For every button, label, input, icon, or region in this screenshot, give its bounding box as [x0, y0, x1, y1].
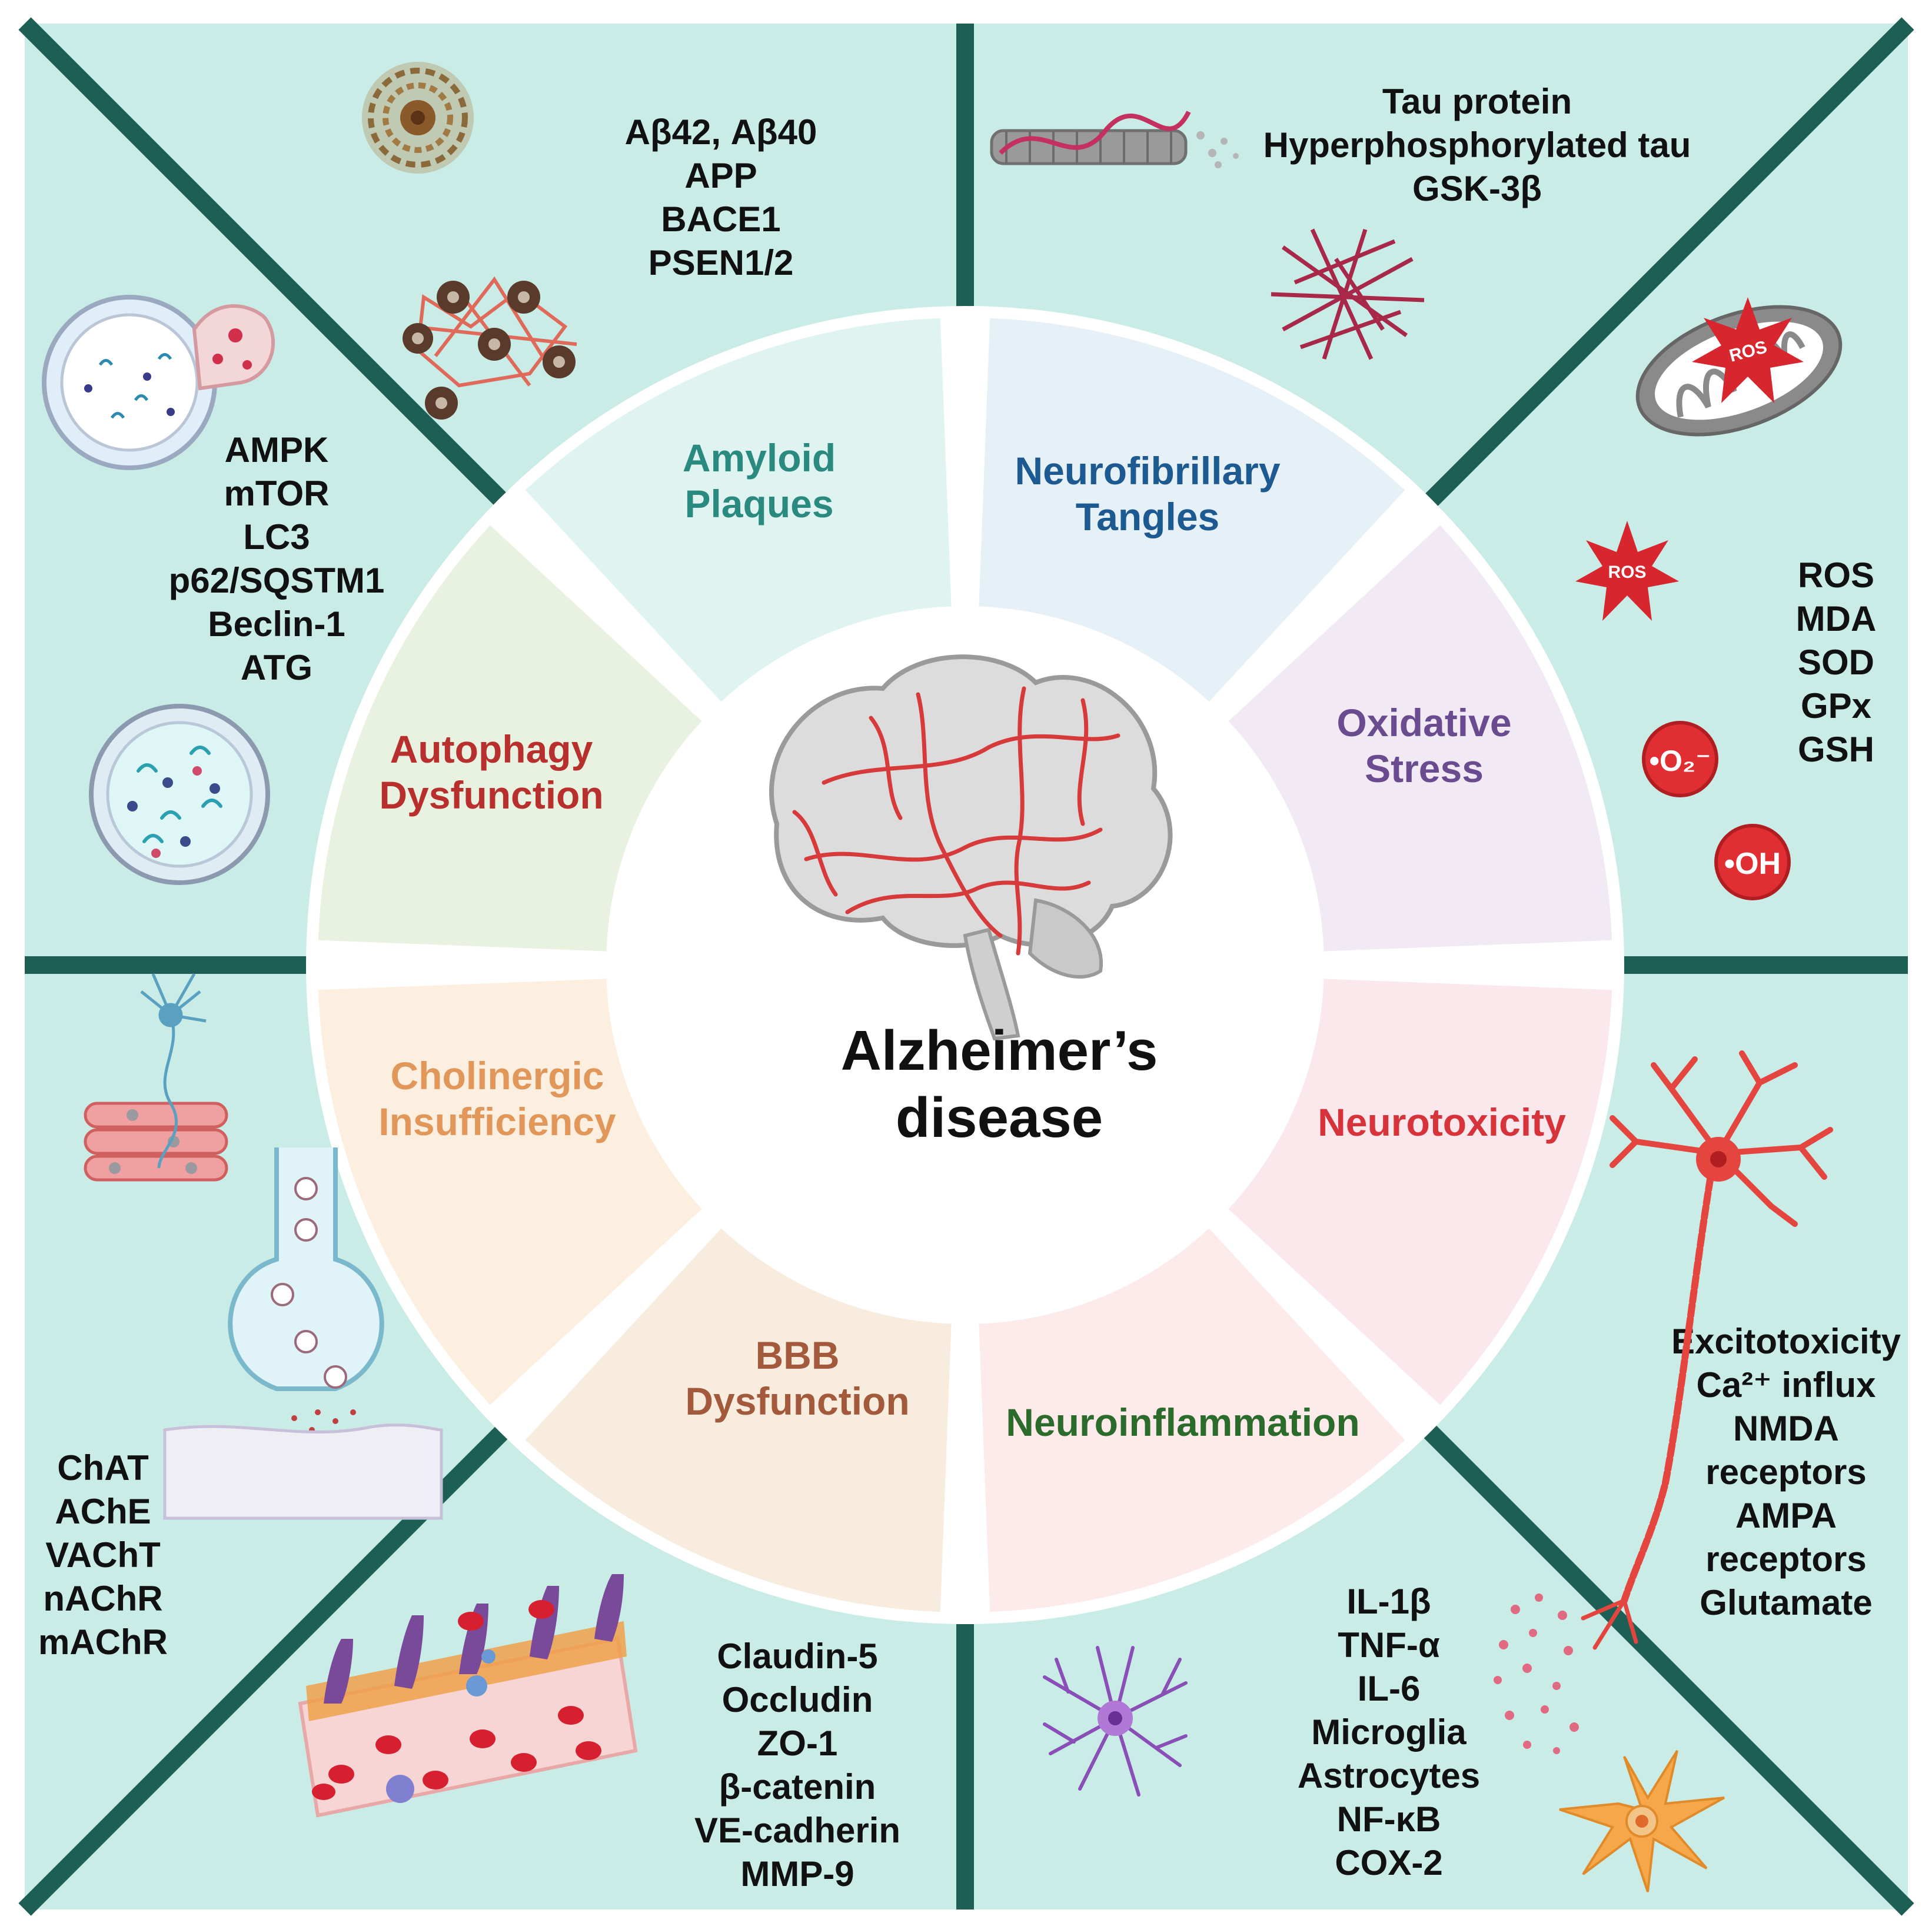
segment-title-tangles-line1: Neurofibrillary — [1015, 449, 1280, 493]
hydroxyl-radical-icon: •OH — [1714, 824, 1791, 900]
segment-title-neurotoxicity-line1: Neurotoxicity — [1318, 1100, 1566, 1144]
segment-tangles — [979, 318, 1405, 702]
marker-neuroinflammation-4: Microglia — [1311, 1712, 1467, 1752]
ros-burst-icon: ROS — [1575, 521, 1679, 621]
segment-cholinergic — [318, 979, 702, 1405]
marker-amyloid-1: Aβ42, Aβ40 — [625, 112, 817, 152]
segment-title-oxidative-line2: Stress — [1365, 747, 1484, 790]
marker-tangles-2: Hyperphosphorylated tau — [1263, 125, 1691, 165]
amyloid-plaque-icon — [403, 276, 577, 420]
marker-oxidative-5: GSH — [1798, 730, 1874, 769]
hydroxyl-label: •OH — [1724, 847, 1781, 881]
segment-bbb — [525, 1228, 952, 1612]
lysosome-icon — [89, 704, 270, 885]
cytokine-dots-icon — [1494, 1594, 1579, 1754]
marker-tangles-3: GSK-3β — [1412, 169, 1542, 208]
superoxide-radical-icon: •O₂⁻ — [1642, 721, 1718, 797]
marker-neurotoxicity-7: Glutamate — [1700, 1583, 1872, 1622]
segment-neurotoxicity — [1228, 979, 1612, 1405]
marker-neurotoxicity-6: receptors — [1705, 1539, 1866, 1579]
tau-tangle-icon — [1271, 228, 1425, 360]
marker-neurotoxicity-1: Excitotoxicity — [1671, 1322, 1901, 1361]
synapse-icon — [163, 1147, 443, 1520]
ros-label-burst: ROS — [1608, 563, 1646, 582]
marker-amyloid-2: APP — [684, 156, 757, 195]
marker-autophagy-3: LC3 — [243, 517, 310, 557]
segment-title-bbb-line2: Dysfunction — [685, 1379, 909, 1423]
segment-title-cholinergic-line1: Cholinergic — [390, 1054, 604, 1097]
divider-diagonal-tl — [18, 17, 518, 517]
superoxide-label: •O₂⁻ — [1649, 744, 1711, 777]
marker-neurotoxicity-2: Ca²⁺ influx — [1696, 1365, 1876, 1405]
marker-autophagy-6: ATG — [241, 648, 312, 687]
tau-microtubule-icon — [990, 111, 1239, 168]
segment-title-neuroinflammation-line1: Neuroinflammation — [1006, 1401, 1359, 1444]
marker-autophagy-4: p62/SQSTM1 — [169, 561, 385, 600]
marker-autophagy-1: AMPK — [225, 430, 329, 470]
marker-tangles-1: Tau protein — [1382, 82, 1572, 121]
marker-oxidative-2: MDA — [1796, 599, 1877, 638]
marker-neuroinflammation-5: Astrocytes — [1298, 1756, 1480, 1795]
brain-icon — [769, 654, 1173, 1041]
marker-amyloid-3: BACE1 — [661, 199, 780, 239]
autophagosome-icon — [42, 295, 275, 470]
marker-neurotoxicity-5: AMPA — [1735, 1496, 1837, 1535]
center-title-line2: disease — [896, 1086, 1103, 1149]
segment-title-cholinergic-line2: Insufficiency — [378, 1100, 616, 1143]
marker-cholinergic-1: ChAT — [57, 1448, 149, 1488]
marker-neuroinflammation-3: IL-6 — [1358, 1669, 1421, 1708]
segments-layer — [318, 318, 1612, 1612]
astrocyte-icon — [1559, 1749, 1725, 1892]
marker-autophagy-2: mTOR — [224, 474, 330, 513]
marker-oxidative-1: ROS — [1798, 555, 1874, 595]
segment-title-autophagy-line2: Dysfunction — [379, 773, 603, 817]
segment-title-amyloid-line1: Amyloid — [683, 436, 836, 480]
segment-title-tangles-line2: Tangles — [1076, 495, 1220, 538]
marker-neuroinflammation-6: NF-κB — [1337, 1799, 1441, 1839]
marker-cholinergic-4: nAChR — [43, 1579, 162, 1618]
marker-autophagy-5: Beclin-1 — [208, 604, 345, 644]
motor-neuron-icon — [140, 973, 207, 1169]
panel-dividers — [18, 17, 1914, 1916]
segment-title-amyloid-line2: Plaques — [684, 482, 833, 525]
marker-bbb-5: VE-cadherin — [694, 1811, 900, 1850]
marker-neuroinflammation-1: IL-1β — [1346, 1582, 1431, 1621]
marker-neuroinflammation-7: COX-2 — [1335, 1843, 1442, 1882]
marker-bbb-3: ZO-1 — [757, 1724, 838, 1763]
segment-neuroinflammation — [979, 1228, 1405, 1612]
center-title-line1: Alzheimer’s — [841, 1019, 1158, 1082]
marker-cholinergic-3: VAChT — [45, 1535, 161, 1575]
marker-neuroinflammation-2: TNF-α — [1338, 1625, 1440, 1665]
blood-vessel-icon — [298, 1574, 638, 1818]
divider-diagonal-br — [1414, 1416, 1914, 1916]
divider-diagonal-tr — [1414, 17, 1914, 517]
marker-oxidative-4: GPx — [1801, 686, 1871, 726]
ros-burst-icon-mito: ROS — [1692, 297, 1804, 403]
segment-oxidative — [1228, 525, 1612, 952]
amyloid-fibril-icon — [362, 62, 474, 174]
marker-cholinergic-5: mAChR — [38, 1622, 168, 1662]
segment-amyloid — [525, 318, 952, 702]
marker-bbb-2: Occludin — [722, 1680, 873, 1719]
marker-bbb-1: Claudin-5 — [717, 1636, 877, 1676]
neuron-icon — [1581, 1050, 1833, 1650]
marker-neurotoxicity-4: receptors — [1705, 1452, 1866, 1492]
marker-bbb-6: MMP-9 — [740, 1854, 854, 1894]
segment-title-oxidative-line1: Oxidative — [1336, 701, 1511, 744]
segment-autophagy — [318, 525, 702, 952]
marker-oxidative-3: SOD — [1798, 643, 1874, 682]
marker-cholinergic-2: AChE — [55, 1492, 151, 1531]
segment-title-bbb-line1: BBB — [756, 1333, 840, 1377]
marker-neurotoxicity-3: NMDA — [1733, 1409, 1839, 1448]
marker-bbb-4: β-catenin — [719, 1767, 876, 1807]
muscle-fiber-icon — [84, 1102, 228, 1182]
marker-amyloid-4: PSEN1/2 — [649, 243, 794, 282]
segment-title-autophagy-line1: Autophagy — [390, 727, 593, 771]
microglia-icon — [1043, 1646, 1188, 1797]
